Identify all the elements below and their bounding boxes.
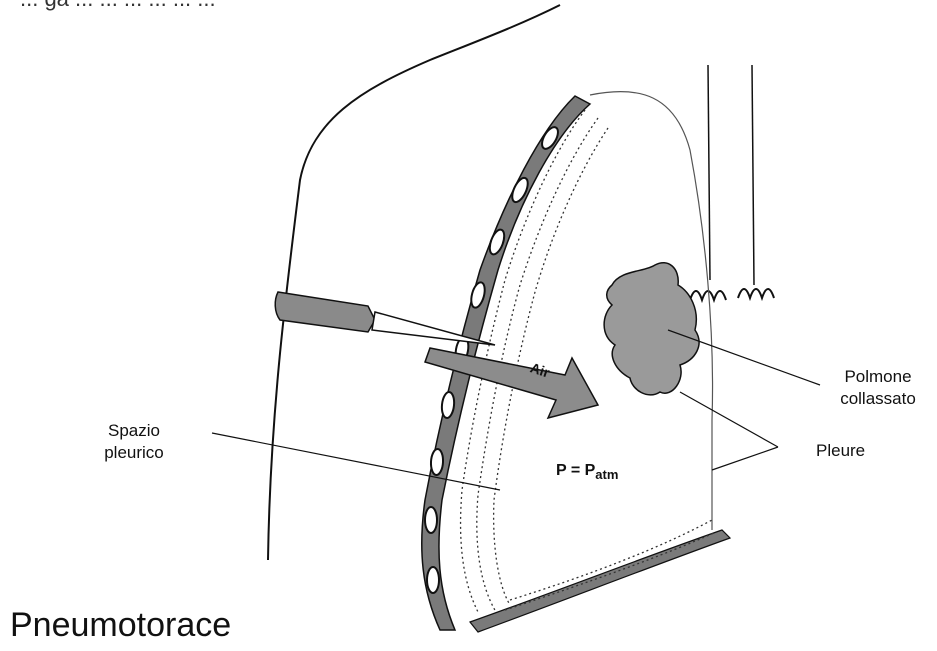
polmone-collassato-label: Polmone collassato	[828, 366, 928, 410]
leader-pleure-2	[712, 447, 778, 470]
spazio-pleurico-label: Spazio pleurico	[84, 420, 184, 464]
bronchus-coil-left	[690, 291, 726, 300]
polmone-line-2: collassato	[828, 388, 928, 410]
leader-pleure-1	[680, 392, 778, 447]
collapsed-lung	[604, 263, 699, 395]
polmone-line-1: Polmone	[828, 366, 928, 388]
body-outline	[268, 5, 560, 560]
pleure-label: Pleure	[816, 440, 886, 462]
leader-spazio	[212, 433, 500, 490]
formula-main: P = P	[556, 462, 595, 479]
spazio-line-1: Spazio	[84, 420, 184, 442]
needle-handle	[275, 292, 375, 332]
pressure-formula: P = Patm	[556, 462, 618, 482]
formula-subscript: atm	[595, 467, 618, 482]
trachea-left	[708, 65, 710, 280]
spazio-line-2: pleurico	[84, 442, 184, 464]
bronchus-coil-right	[738, 289, 774, 298]
diaphragm	[470, 530, 730, 632]
figure-caption: Pneumotorace	[10, 606, 231, 645]
trachea-right	[752, 65, 754, 285]
